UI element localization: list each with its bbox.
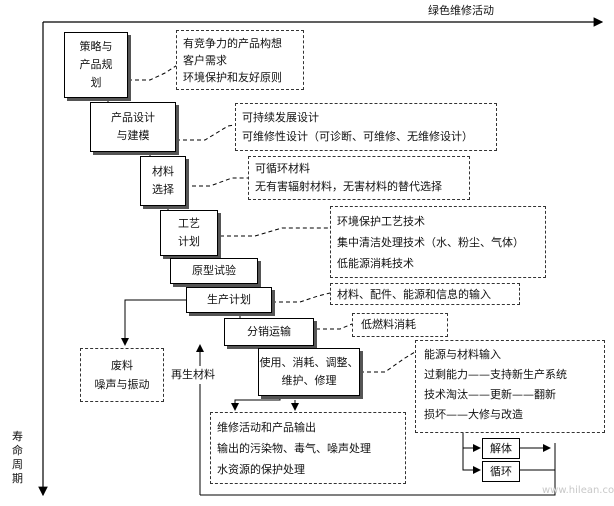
stage-distribution-label: 分销运输 (247, 325, 291, 338)
note-strategy-item: 有竞争力的产品构想 (183, 37, 282, 50)
note-usage-item: 过剩能力——支持新生产系统 (424, 368, 567, 381)
stage-strategy-line2: 产品规 (79, 58, 113, 71)
note-usage-item: 损坏——大修与改造 (424, 408, 523, 421)
note-strategy-item: 环境保护和友好原则 (183, 71, 282, 84)
note-process: 环境保护工艺技术 集中清洁处理技术（水、粉尘、气体） 低能源消耗技术 (330, 206, 546, 278)
stage-prototype-test: 原型试验 (170, 258, 258, 284)
note-process-item: 环境保护工艺技术 (337, 215, 425, 228)
note-strategy: 有竞争力的产品构想 客户需求 环境保护和友好原则 (176, 30, 304, 90)
stage-product-design: 产品设计 与建模 (90, 102, 176, 152)
top-axis-label: 绿色维修活动 (428, 4, 494, 17)
stage-distribution: 分销运输 (224, 318, 314, 346)
note-production-item: 材料、配件、能源和信息的输入 (337, 288, 491, 301)
stage-usage-line1: 使用、消耗、调整、 (259, 356, 359, 369)
note-maintenance-output: 维修活动和产品输出 输出的污染物、毒气、噪声处理 水资源的保护处理 (210, 412, 406, 484)
note-usage-item: 能源与材料输入 (424, 348, 501, 361)
note-distribution-item: 低燃料消耗 (361, 318, 416, 331)
note-material-item: 可循环材料 (255, 162, 310, 175)
stage-material-line1: 材料 (152, 165, 174, 178)
recycle-box: 循环 (482, 461, 520, 482)
stage-process-line2: 计划 (178, 235, 200, 248)
disassembly-label: 解体 (490, 441, 512, 455)
stage-process-line1: 工艺 (178, 217, 200, 230)
stage-production-label: 生产计划 (207, 293, 251, 306)
left-axis-label: 寿命周期 (12, 430, 23, 485)
stage-material-line2: 选择 (152, 183, 174, 196)
note-maintenance-item: 维修活动和产品输出 (217, 421, 316, 434)
note-usage-item: 技术淘汰——更新——翻新 (424, 388, 556, 401)
disassembly-box: 解体 (482, 438, 520, 459)
note-material: 可循环材料 无有害辐射材料，无害材料的替代选择 (248, 156, 470, 200)
stage-material-selection: 材料 选择 (140, 156, 186, 206)
recycle-label: 循环 (490, 464, 512, 478)
stage-prototype-label: 原型试验 (192, 264, 236, 277)
stage-strategy-line3: 划 (90, 76, 102, 89)
note-distribution: 低燃料消耗 (352, 313, 448, 337)
stage-design-line1: 产品设计 (111, 111, 155, 124)
note-process-item: 低能源消耗技术 (337, 257, 414, 270)
stage-production-planning: 生产计划 (186, 287, 272, 313)
note-design: 可持续发展设计 可维修性设计（可诊断、可维修、无维修设计） (235, 103, 497, 151)
note-usage: 能源与材料输入 过剩能力——支持新生产系统 技术淘汰——更新——翻新 损坏——大… (415, 340, 605, 433)
note-maintenance-item: 输出的污染物、毒气、噪声处理 (217, 442, 371, 455)
note-material-item: 无有害辐射材料，无害材料的替代选择 (255, 180, 442, 193)
note-strategy-item: 客户需求 (183, 54, 227, 67)
note-design-item: 可维修性设计（可诊断、可维修、无维修设计） (242, 130, 473, 143)
note-maintenance-item: 水资源的保护处理 (217, 463, 305, 476)
stage-usage-line2: 维护、修理 (281, 374, 337, 387)
waste-line2: 噪声与振动 (94, 378, 150, 391)
waste-line1: 废料 (111, 359, 133, 372)
waste-box: 废料 噪声与振动 (80, 348, 164, 402)
stage-design-line2: 与建模 (116, 129, 150, 142)
note-production: 材料、配件、能源和信息的输入 (330, 283, 520, 305)
note-design-item: 可持续发展设计 (242, 111, 319, 124)
stage-strategy-planning: 策略与 产品规 划 (64, 32, 128, 98)
stage-process-planning: 工艺 计划 (160, 210, 218, 256)
recycled-material-label: 再生材料 (170, 366, 216, 384)
watermark: www.hilean.com (542, 485, 614, 496)
stage-strategy-line1: 策略与 (79, 40, 113, 53)
stage-usage-maintenance: 使用、消耗、调整、 维护、修理 (258, 348, 360, 396)
note-process-item: 集中清洁处理技术（水、粉尘、气体） (337, 236, 524, 249)
